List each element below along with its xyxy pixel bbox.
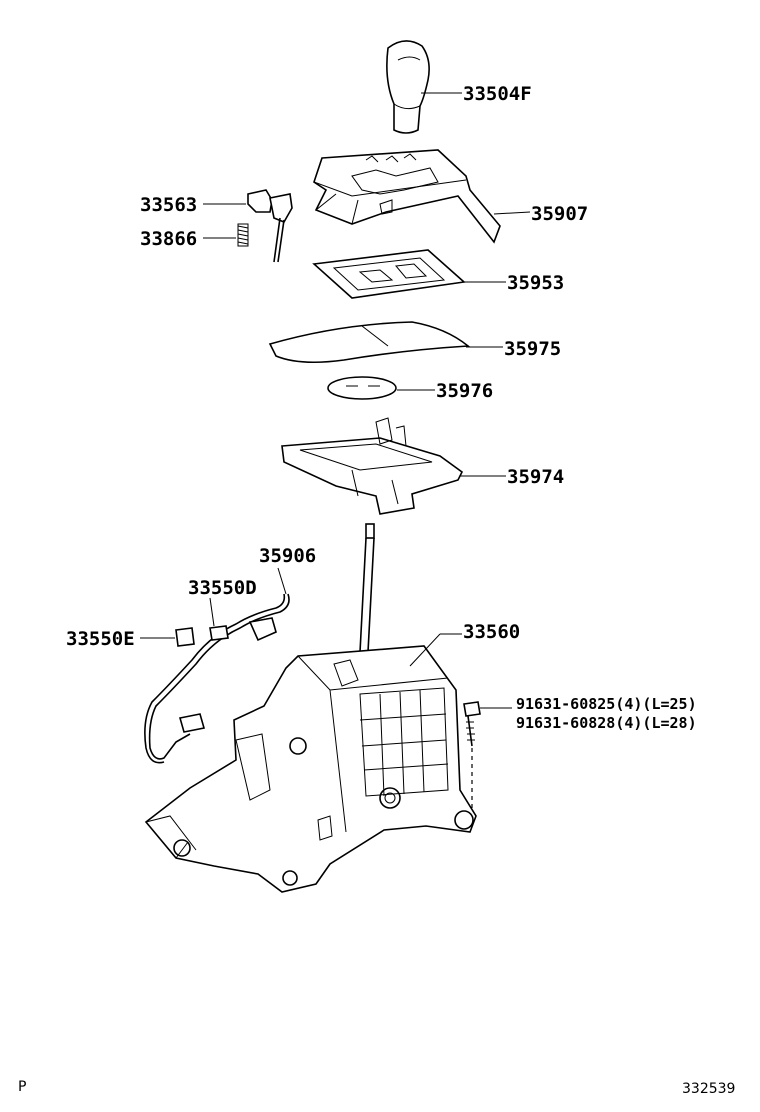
label-bolt-2: 91631-60828(4)(L=28) [516,714,697,732]
upper-housing [313,149,501,244]
bulb-d [209,625,229,641]
label-35976: 35976 [436,380,493,402]
label-33563: 33563 [140,194,197,216]
label-35974: 35974 [507,466,564,488]
label-35975: 35975 [504,338,561,360]
leader-33560-a [409,633,441,667]
leader-35907 [493,211,531,215]
label-33550E: 33550E [66,628,135,650]
spring [237,223,249,247]
bolt [463,701,481,747]
lock-clip [247,189,293,263]
shift-knob [386,40,430,134]
label-35906: 35906 [259,545,316,567]
label-33504F: 33504F [463,83,532,105]
label-33866: 33866 [140,228,197,250]
dust-cover [268,321,471,364]
shift-lever-assembly [144,645,477,893]
wire-harness [144,593,290,764]
indicator-housing [281,417,464,515]
leader-33550D [209,597,215,627]
label-35953: 35953 [507,272,564,294]
label-33550D: 33550D [188,577,257,599]
corner-mark: P [18,1079,26,1095]
leader-35906 [277,567,287,595]
bulb-e [175,627,195,647]
label-33560: 33560 [463,621,520,643]
diagram-id: 332539 [682,1081,735,1097]
label-35907: 35907 [531,203,588,225]
indicator-plate [312,249,466,299]
slide-plate [327,376,397,400]
label-bolt-1: 91631-60825(4)(L=25) [516,695,697,713]
